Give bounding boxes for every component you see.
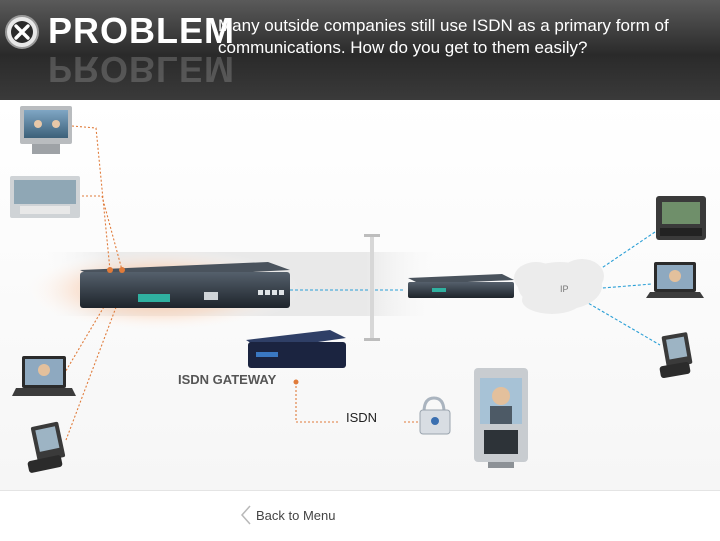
ip-label: IP [560,284,569,294]
mcu-appliance [80,262,290,308]
desk-videophone-right-icon [659,332,693,379]
laptop-video-icon [12,356,76,396]
desk-videophone-icon [27,421,66,473]
back-to-menu-label: Back to Menu [256,507,336,523]
telepresence-room-icon [10,176,80,218]
gateway-label: ISDN GATEWAY [178,372,277,387]
isdn-videophone-kiosk-icon [474,368,528,468]
portable-video-case-icon [656,196,706,240]
firewall-divider [364,234,380,341]
chevron-left-icon [240,505,251,525]
laptop-video-right-icon [646,262,704,298]
ip-cloud [514,259,604,314]
video-room-system-icon [20,106,72,154]
footer-bar [0,490,720,541]
page-title: PROBLEM [48,10,235,51]
network-diagram: ISDN GATEWAY IP ISDN [0,100,720,490]
page-subtitle: Many outside companies still use ISDN as… [218,16,669,57]
isdn-label: ISDN [346,410,377,425]
x-logo-icon [5,15,39,49]
page-title-reflection: PROBLEM [48,49,235,90]
padlock-icon [419,396,451,435]
diagram-canvas: ISDN GATEWAY IP ISDN [10,106,706,473]
back-to-menu-button[interactable]: Back to Menu [240,504,336,526]
header-bar: PROBLEM PROBLEM Many outside companies s… [0,0,720,100]
isdn-gateway-device [246,330,346,385]
ip-gateway-device [408,274,514,298]
